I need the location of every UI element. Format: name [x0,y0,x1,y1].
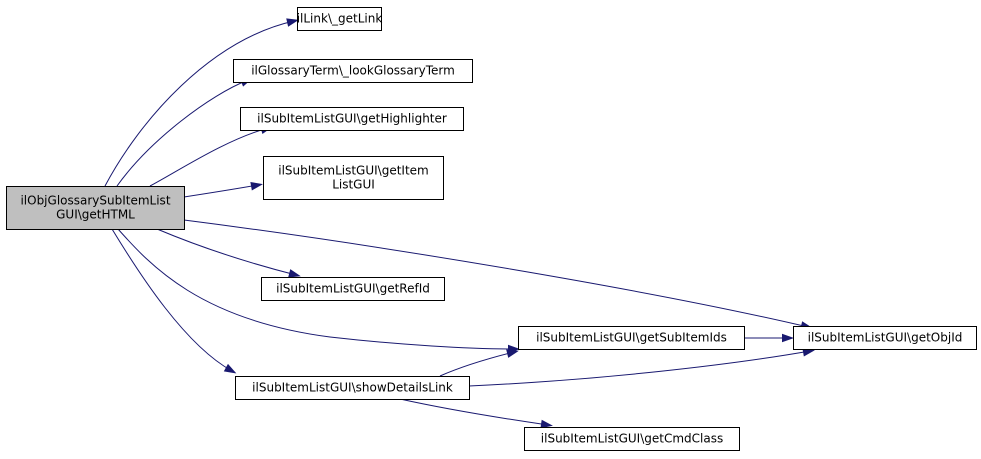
edge-root-to-getLink [104,18,299,187]
edge-line [156,228,297,276]
node-getObjId[interactable]: ilSubItemListGUI\getObjId [793,326,977,350]
node-label: ilSubItemListGUI\getItem [278,164,429,178]
edge-line [439,351,515,377]
node-getRefId[interactable]: ilSubItemListGUI\getRefId [261,277,445,301]
node-box[interactable] [6,186,185,230]
arrowhead-icon [506,349,519,358]
node-label: ilSubItemListGUI\getObjId [808,331,963,345]
arrowhead-icon [250,181,263,191]
node-getLink[interactable]: ilLink\_getLink [297,7,383,31]
node-box[interactable] [518,326,745,350]
node-label: ilSubItemListGUI\getHighlighter [257,112,447,126]
node-box[interactable] [235,376,470,400]
node-label: ilSubItemListGUI\getRefId [276,282,430,296]
node-box[interactable] [233,59,473,83]
edge-showDetailsLink-to-getObjId [468,347,815,387]
node-box[interactable] [261,277,445,301]
edge-showDetailsLink-to-getSubItemIds [439,349,519,377]
edge-line [111,228,233,372]
node-box[interactable] [263,156,444,200]
edge-line [104,20,295,187]
node-getSubItemIds[interactable]: ilSubItemListGUI\getSubItemIds [518,326,745,350]
edge-getSubItemIds-to-getObjId [743,333,794,343]
arrowhead-icon [286,18,299,27]
edge-line [116,79,249,187]
edge-line [183,219,809,328]
node-label: ilSubItemListGUI\getSubItemIds [536,331,727,345]
edge-root-to-getObjId [183,219,813,330]
node-getHighlighter[interactable]: ilSubItemListGUI\getHighlighter [240,107,464,131]
edge-root-to-getItemListGUI [183,181,263,198]
edge-root-to-getHighlighter [149,125,273,187]
edge-root-to-lookGlossaryTerm [116,78,253,187]
node-label: GUI\getHTML [56,208,135,222]
arrowhead-icon [782,333,794,343]
node-label: ilGlossaryTerm\_lookGlossaryTerm [251,64,455,78]
node-box[interactable] [524,427,740,451]
edge-root-to-showDetailsLink [111,228,237,374]
node-getCmdClass[interactable]: ilSubItemListGUI\getCmdClass [524,427,740,451]
edge-line [468,350,811,387]
node-lookGlossaryTerm[interactable]: ilGlossaryTerm\_lookGlossaryTerm [233,59,473,83]
arrowhead-icon [288,269,301,278]
edge-line [399,398,549,426]
node-label: ListGUI [332,178,375,192]
arrowhead-icon [223,363,237,374]
arrowhead-icon [540,419,553,429]
edge-line [183,184,259,198]
node-box[interactable] [793,326,977,350]
edge-showDetailsLink-to-getCmdClass [399,398,553,429]
node-box[interactable] [297,7,382,31]
node-label: ilLink\_getLink [297,12,383,26]
node-box[interactable] [240,107,464,131]
edge-line [149,127,269,187]
node-label: ilObjGlossarySubItemList [20,194,170,208]
node-showDetailsLink[interactable]: ilSubItemListGUI\showDetailsLink [235,376,470,400]
edge-line [117,228,516,350]
node-label: ilSubItemListGUI\showDetailsLink [252,381,453,395]
edge-root-to-getRefId [156,228,301,278]
node-label: ilSubItemListGUI\getCmdClass [541,432,723,446]
